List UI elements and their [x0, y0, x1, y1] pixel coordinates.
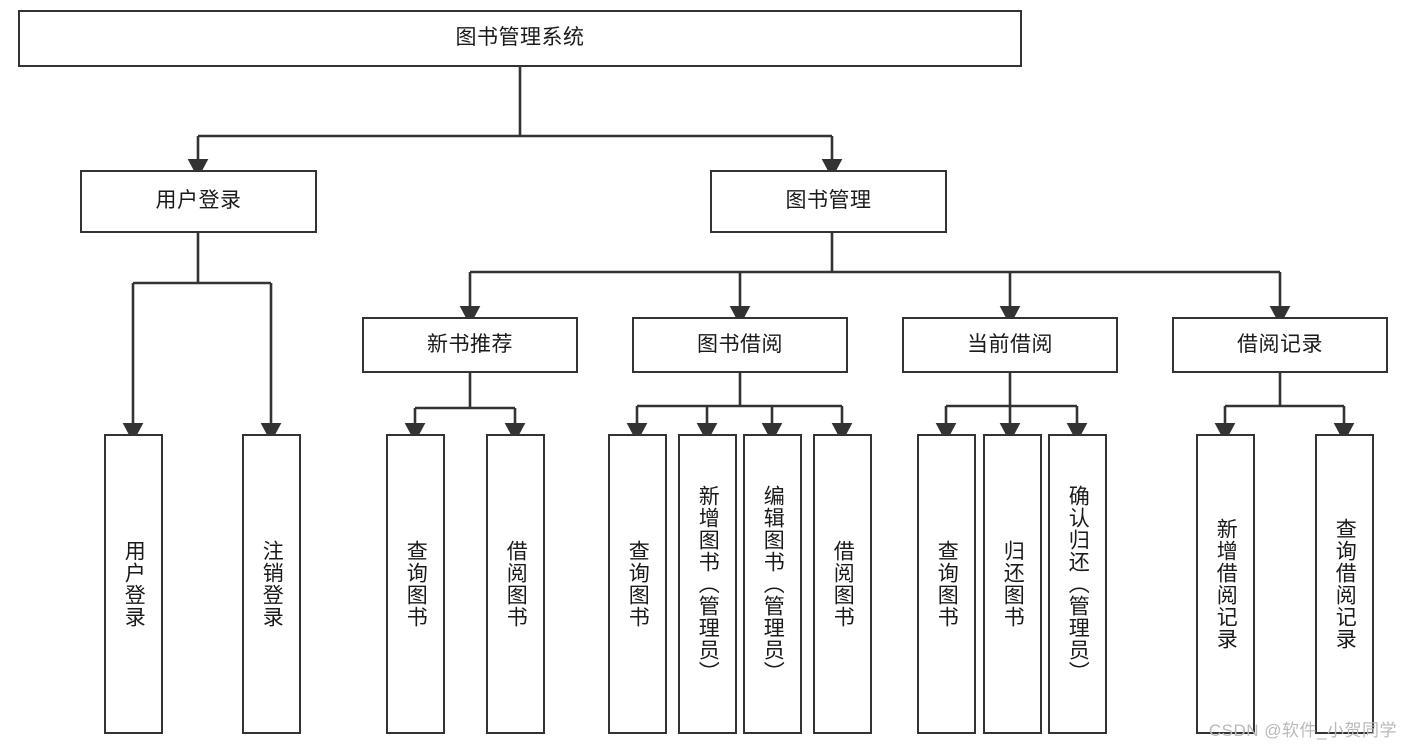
- node-book-management[interactable]: 图书管理: [710, 170, 947, 233]
- leaf-edit-book-admin[interactable]: 编辑图书（管理员）: [743, 434, 802, 734]
- node-label: 当前借阅: [967, 332, 1053, 356]
- leaf-add-borrow-record[interactable]: 新增借阅记录: [1196, 434, 1255, 734]
- node-label: 图书借阅: [697, 332, 783, 356]
- node-label: 借阅记录: [1237, 332, 1323, 356]
- node-label: 用户登录: [155, 189, 242, 213]
- node-label: 用户登录: [122, 540, 146, 628]
- leaf-borrow-book[interactable]: 借阅图书: [813, 434, 872, 734]
- node-label: 新增借阅记录: [1214, 518, 1238, 650]
- node-label: 借阅图书: [504, 540, 528, 628]
- node-label: 新增图书（管理员）: [696, 485, 720, 683]
- node-label: 图书管理系统: [455, 26, 585, 50]
- node-label: 查询借阅记录: [1333, 518, 1357, 650]
- node-label: 确认归还（管理员）: [1066, 485, 1090, 683]
- leaf-user-login[interactable]: 用户登录: [104, 434, 163, 734]
- node-label: 新书推荐: [427, 332, 513, 356]
- leaf-logout[interactable]: 注销登录: [242, 434, 301, 734]
- node-label: 编辑图书（管理员）: [761, 485, 785, 683]
- node-label: 图书管理: [785, 189, 872, 213]
- node-root[interactable]: 图书管理系统: [18, 10, 1022, 67]
- leaf-return-book[interactable]: 归还图书: [983, 434, 1042, 734]
- leaf-query-borrow-record[interactable]: 查询借阅记录: [1315, 434, 1374, 734]
- node-label: 查询图书: [404, 540, 428, 628]
- node-label: 查询图书: [935, 540, 959, 628]
- leaf-query-book-recommend[interactable]: 查询图书: [386, 434, 445, 734]
- node-new-book-recommend[interactable]: 新书推荐: [362, 317, 578, 373]
- node-borrow-record[interactable]: 借阅记录: [1172, 317, 1388, 373]
- leaf-query-book-borrow[interactable]: 查询图书: [608, 434, 667, 734]
- node-book-borrow[interactable]: 图书借阅: [632, 317, 848, 373]
- node-user-login[interactable]: 用户登录: [80, 170, 317, 233]
- node-label: 归还图书: [1001, 540, 1025, 628]
- node-current-borrow[interactable]: 当前借阅: [902, 317, 1118, 373]
- watermark-text: CSDN @软件_小贺同学: [1208, 721, 1397, 740]
- leaf-query-book-current[interactable]: 查询图书: [917, 434, 976, 734]
- leaf-confirm-return-admin[interactable]: 确认归还（管理员）: [1048, 434, 1107, 734]
- node-label: 查询图书: [626, 540, 650, 628]
- node-label: 借阅图书: [831, 540, 855, 628]
- node-label: 注销登录: [260, 540, 284, 628]
- leaf-add-book-admin[interactable]: 新增图书（管理员）: [678, 434, 737, 734]
- leaf-borrow-book-recommend[interactable]: 借阅图书: [486, 434, 545, 734]
